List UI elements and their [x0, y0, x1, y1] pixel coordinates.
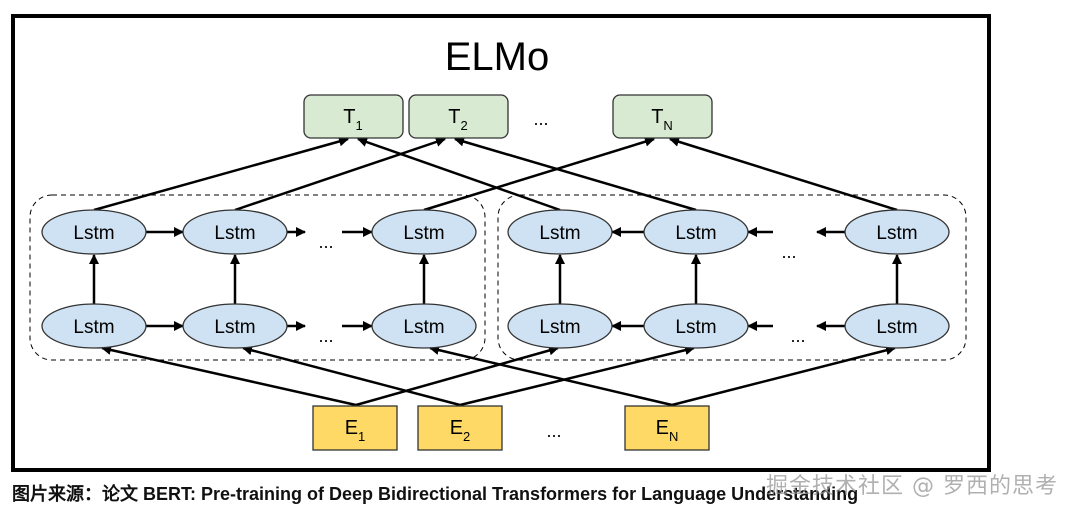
- lstm-bwd-bottom-2-label: Lstm: [876, 317, 917, 338]
- lstm-fwd-top-1: [182, 209, 288, 255]
- output-label-1: T1: [343, 106, 362, 133]
- lstm-bwd-top-2: [844, 209, 950, 255]
- lstm-bwd-top-2-label: Lstm: [876, 223, 917, 244]
- edge-e2-fwd: [242, 345, 461, 407]
- lstm-fwd-top-1-label: Lstm: [214, 223, 255, 244]
- lstm-bwd-bottom-2: [844, 303, 950, 349]
- output-box-1: [303, 94, 404, 139]
- lstm-bwd-bottom-0: [507, 303, 613, 349]
- outputs-ellipsis: ...: [533, 109, 548, 129]
- output-box-2: [408, 94, 509, 139]
- edge-e2-bwd: [459, 345, 695, 407]
- lstm-fwd-top-2-label: Lstm: [403, 223, 444, 244]
- connections: [89, 136, 902, 407]
- lstm-fwd-top-2: [371, 209, 477, 255]
- forward-top-ellipsis: ...: [318, 232, 333, 252]
- input-label-3: EN: [656, 417, 679, 444]
- edge-e1-bwd: [355, 345, 559, 407]
- edge-bwd-t2: [454, 136, 697, 212]
- lstm-fwd-top-0: [41, 209, 147, 255]
- lstm-fwd-bottom-1: [182, 303, 288, 349]
- lstm-bwd-top-1: [643, 209, 749, 255]
- inputs-ellipsis: ...: [546, 421, 561, 441]
- lstm-fwd-bottom-0: [41, 303, 147, 349]
- watermark: 掘金技术社区 @ 罗西的思考: [766, 474, 1058, 499]
- lstm-bwd-top-0-label: Lstm: [539, 223, 580, 244]
- forward-lstm-group: [29, 194, 486, 361]
- input-box-1: [312, 405, 398, 451]
- lstm-bwd-top-0: [507, 209, 613, 255]
- output-box-3: [612, 94, 713, 139]
- forward-bottom-ellipsis: ...: [318, 326, 333, 346]
- lstm-fwd-bottom-2-label: Lstm: [403, 317, 444, 338]
- backward-top-ellipsis: ...: [781, 242, 796, 262]
- backward-bottom-ellipsis: ...: [790, 326, 805, 346]
- edge-fwd-tn: [423, 136, 655, 212]
- figure-caption: 图片来源：论文 BERT: Pre-training of Deep Bidir…: [12, 484, 859, 504]
- edge-fwd-t2: [234, 137, 446, 212]
- lstm-fwd-bottom-1-label: Lstm: [214, 317, 255, 338]
- edge-bwd-tn: [669, 136, 898, 212]
- edge-bwd-t1: [357, 137, 561, 212]
- edge-fwd-t1: [93, 136, 349, 212]
- edge-en-fwd: [429, 345, 673, 407]
- lstm-fwd-top-0-label: Lstm: [73, 223, 114, 244]
- output-label-2: T2: [448, 106, 467, 133]
- lstm-fwd-bottom-2: [371, 303, 477, 349]
- edge-e1-fwd: [101, 345, 357, 407]
- lstm-bwd-bottom-1-label: Lstm: [675, 317, 716, 338]
- input-box-2: [417, 405, 503, 451]
- input-label-1: E1: [345, 417, 366, 444]
- lstm-bwd-bottom-0-label: Lstm: [539, 317, 580, 338]
- lstm-bwd-bottom-1: [643, 303, 749, 349]
- output-label-3: TN: [651, 106, 673, 133]
- input-box-3: [624, 405, 710, 451]
- backward-lstm-group: [497, 194, 967, 361]
- edge-en-bwd: [671, 345, 896, 407]
- lstm-bwd-top-1-label: Lstm: [675, 223, 716, 244]
- diagram-title: ELMo: [445, 35, 550, 79]
- input-label-2: E2: [450, 417, 471, 444]
- lstm-fwd-bottom-0-label: Lstm: [73, 317, 114, 338]
